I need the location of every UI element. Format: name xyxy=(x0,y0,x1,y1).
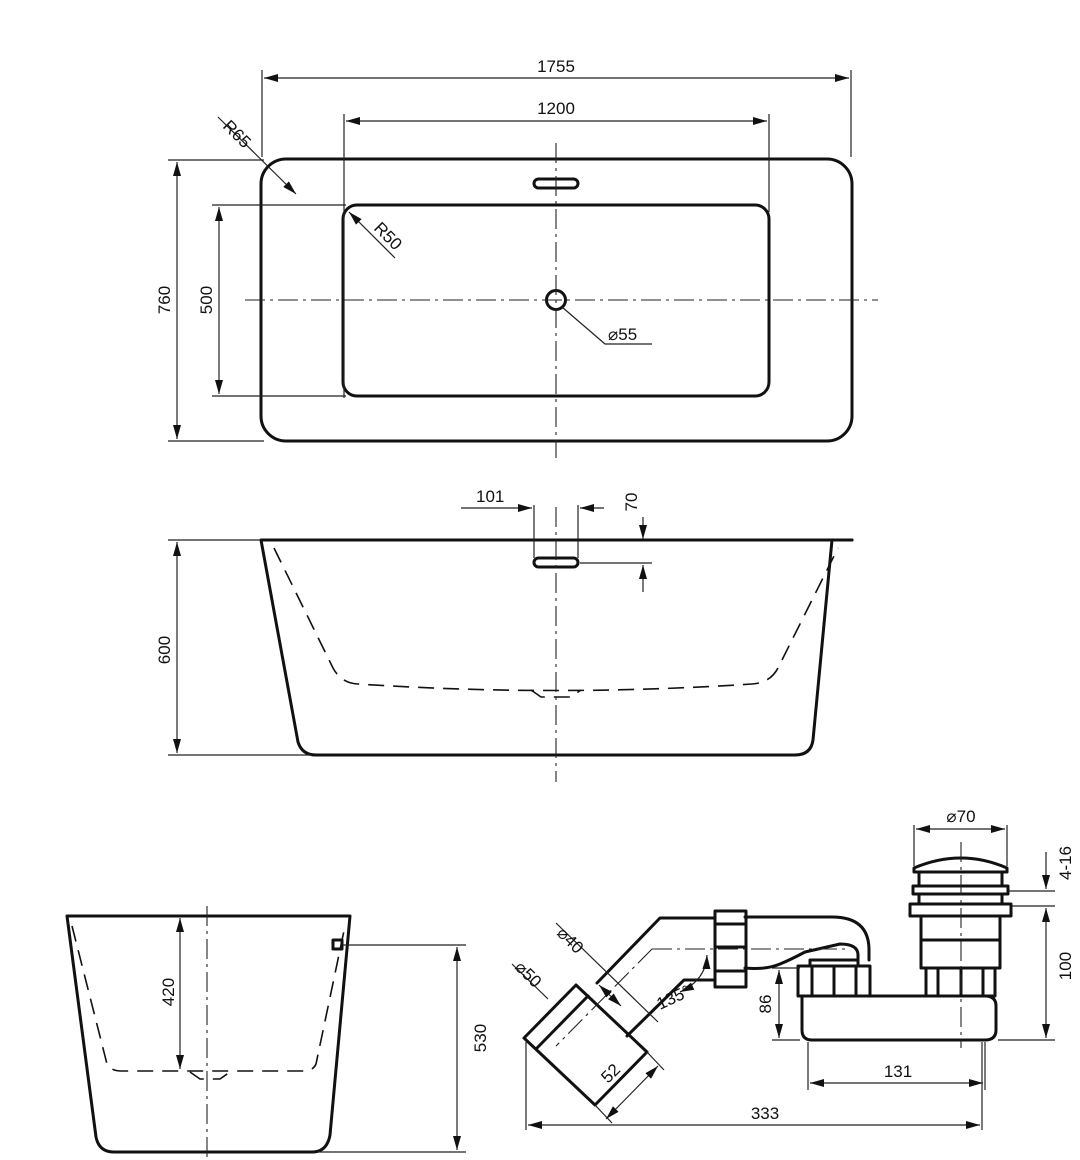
socket-length-dimension xyxy=(605,1065,659,1120)
trap-length-label: 131 xyxy=(884,1062,912,1081)
plug-adjust-label: 4-16 xyxy=(1056,846,1075,880)
siphon-angled-axis xyxy=(555,948,653,1047)
angle-label: 135° xyxy=(654,982,694,1014)
pipe-inner-diameter-dimension xyxy=(598,984,622,1007)
overflow-end xyxy=(331,938,344,951)
pipe-outer-diameter-label: ⌀50 xyxy=(511,957,545,991)
angled-pipe xyxy=(595,916,717,1038)
tub-end-outline xyxy=(65,914,352,1154)
tub-basin-outline xyxy=(341,203,771,398)
siphon-view: ⌀70 4-16 100 86 131 333 ⌀40 ⌀50 135° xyxy=(511,807,1075,1130)
overflow-height-label: 70 xyxy=(622,493,641,512)
angle-arc xyxy=(679,954,711,993)
drain-diameter-label: ⌀55 xyxy=(608,325,637,344)
plug-cap xyxy=(912,856,1009,874)
overall-width-label: 760 xyxy=(155,286,174,314)
trap-body xyxy=(800,994,998,1042)
trap-height-label: 86 xyxy=(756,995,775,1014)
angled-socket xyxy=(522,983,649,1107)
plan-view: 1755 1200 R65 R50 760 500 ⌀55 xyxy=(155,57,878,458)
socket-length-label: 52 xyxy=(597,1060,624,1087)
trap-riser xyxy=(808,958,860,968)
drain-end-notch xyxy=(189,1071,231,1080)
pipe-inner-diameter-label: ⌀40 xyxy=(553,923,587,957)
inner-radius-leader xyxy=(348,211,396,259)
side-view: 101 70 600 xyxy=(155,487,854,782)
elbow-pipe xyxy=(743,915,871,970)
total-length-label: 333 xyxy=(751,1104,779,1123)
outer-radius-label: R65 xyxy=(219,116,254,151)
end-height-label: 530 xyxy=(471,1024,490,1052)
outer-radius-leader xyxy=(217,116,297,195)
side-height-label: 600 xyxy=(155,636,174,664)
overflow-length-label: 101 xyxy=(476,487,504,506)
drain-height-label: 100 xyxy=(1056,952,1075,980)
inner-depth-label: 420 xyxy=(159,978,178,1006)
basin-end-hidden-line xyxy=(71,925,346,1072)
drain-diameter-leader xyxy=(561,306,652,345)
inner-radius-label: R50 xyxy=(370,218,405,253)
overall-length-label: 1755 xyxy=(537,57,575,76)
inner-width-label: 500 xyxy=(197,286,216,314)
inner-length-label: 1200 xyxy=(537,99,575,118)
end-view: 420 530 xyxy=(65,906,490,1160)
tub-side-outline xyxy=(259,538,854,757)
plug-diameter-label: ⌀70 xyxy=(946,807,975,826)
